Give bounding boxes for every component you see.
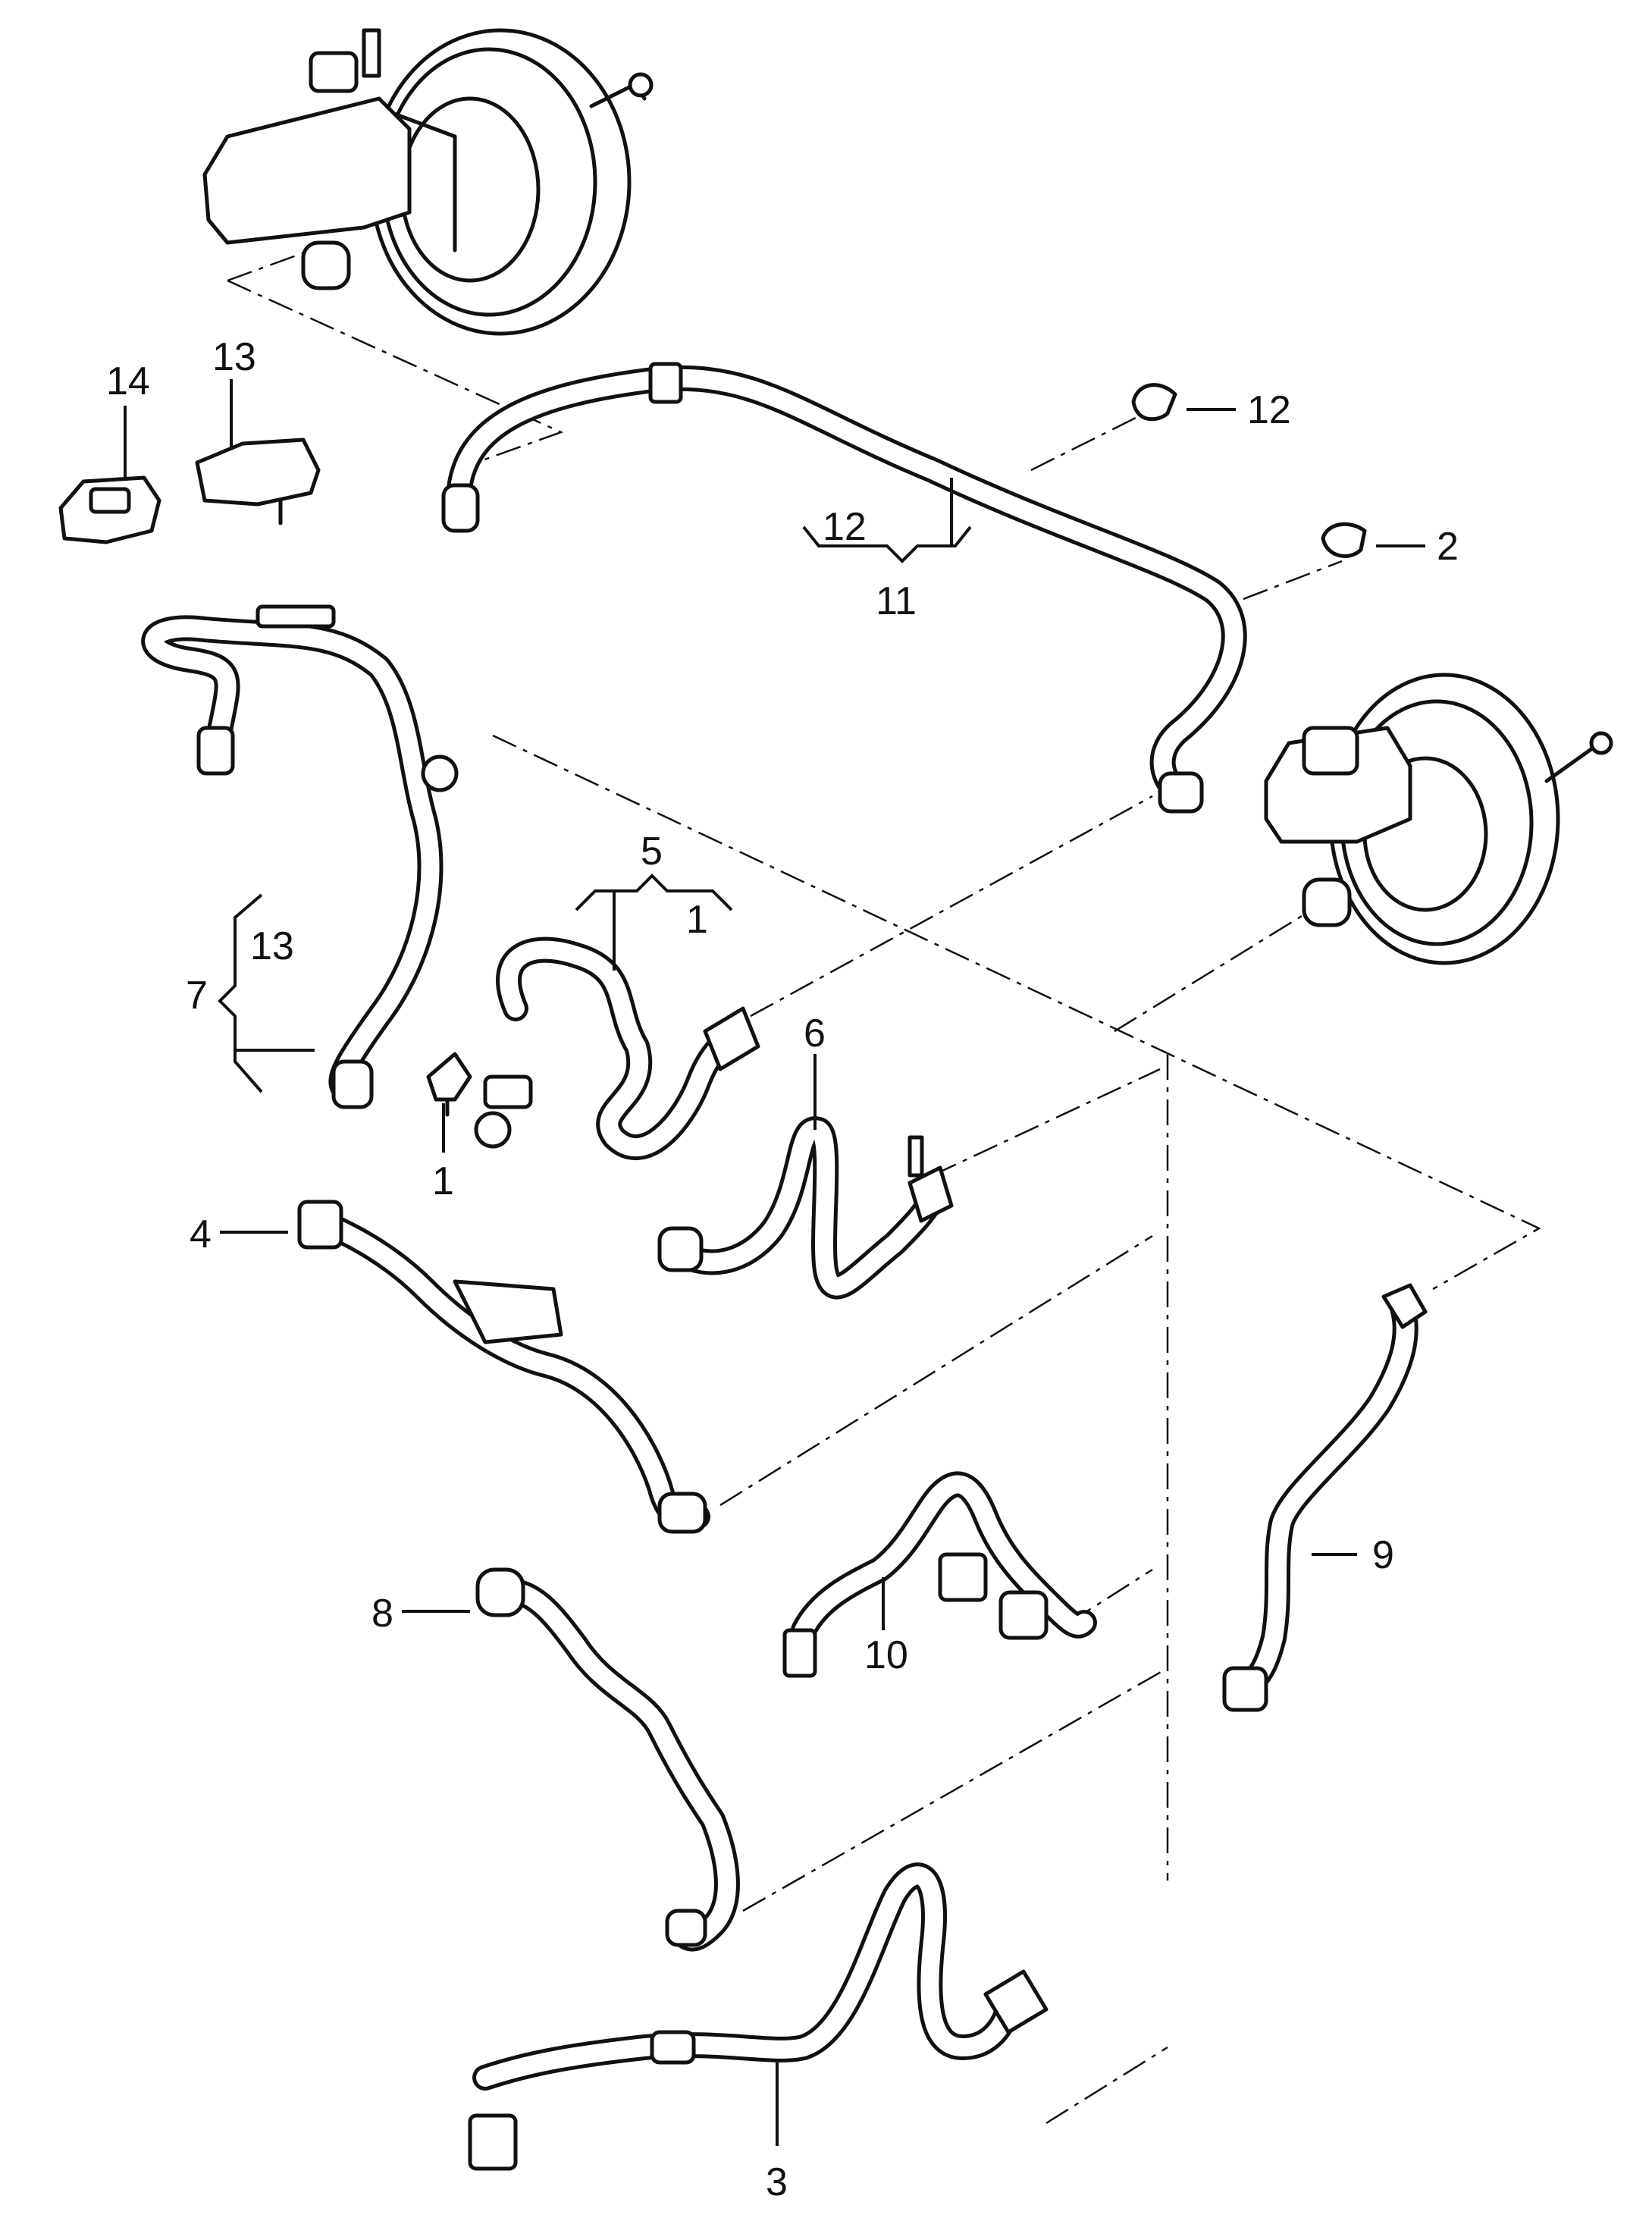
callout-8: 8	[371, 1592, 393, 1636]
callout-12-top: 12	[1247, 388, 1291, 432]
hose-3	[468, 1862, 1049, 2171]
brake-booster-right	[1264, 673, 1613, 965]
callout-10: 10	[864, 1633, 908, 1677]
callout-3: 3	[766, 2160, 788, 2204]
callout-5: 5	[641, 830, 663, 874]
assembly-lines	[227, 249, 1541, 2125]
callout-1: 1	[432, 1159, 454, 1203]
hose-10	[782, 1471, 1097, 1678]
clip-2	[1321, 522, 1367, 558]
callout-6: 6	[804, 1012, 826, 1056]
hose-11	[441, 362, 1247, 814]
clip-12	[1131, 383, 1177, 422]
check-valve-1	[426, 1052, 472, 1117]
callout-13-bracket: 13	[250, 924, 294, 968]
hose-4	[297, 1200, 710, 1534]
callout-7: 7	[186, 974, 208, 1018]
callout-13-top: 13	[212, 335, 256, 379]
callout-4: 4	[190, 1212, 212, 1256]
hose-9	[1222, 1283, 1428, 1712]
leader-lines	[124, 379, 1425, 2146]
callout-9: 9	[1372, 1533, 1394, 1577]
callout-2: 2	[1437, 525, 1459, 569]
callout-1-bracket: 1	[686, 898, 708, 942]
callout-11: 11	[876, 579, 917, 623]
brake-booster-top: brake-booster-icon	[202, 28, 654, 336]
hose-5	[474, 936, 760, 1160]
hose-6	[657, 1116, 954, 1300]
callout-12-bracket: 12	[823, 505, 867, 549]
connector-14	[58, 475, 161, 544]
hose-8	[475, 1567, 740, 1952]
callouts: 14 13 12 2 12 11 5 1 13 7 6 1 4 8 10 9 3	[106, 335, 1459, 2204]
hose-7	[141, 604, 459, 1109]
callout-14: 14	[106, 359, 150, 403]
pressure-sensor-13	[195, 438, 321, 525]
